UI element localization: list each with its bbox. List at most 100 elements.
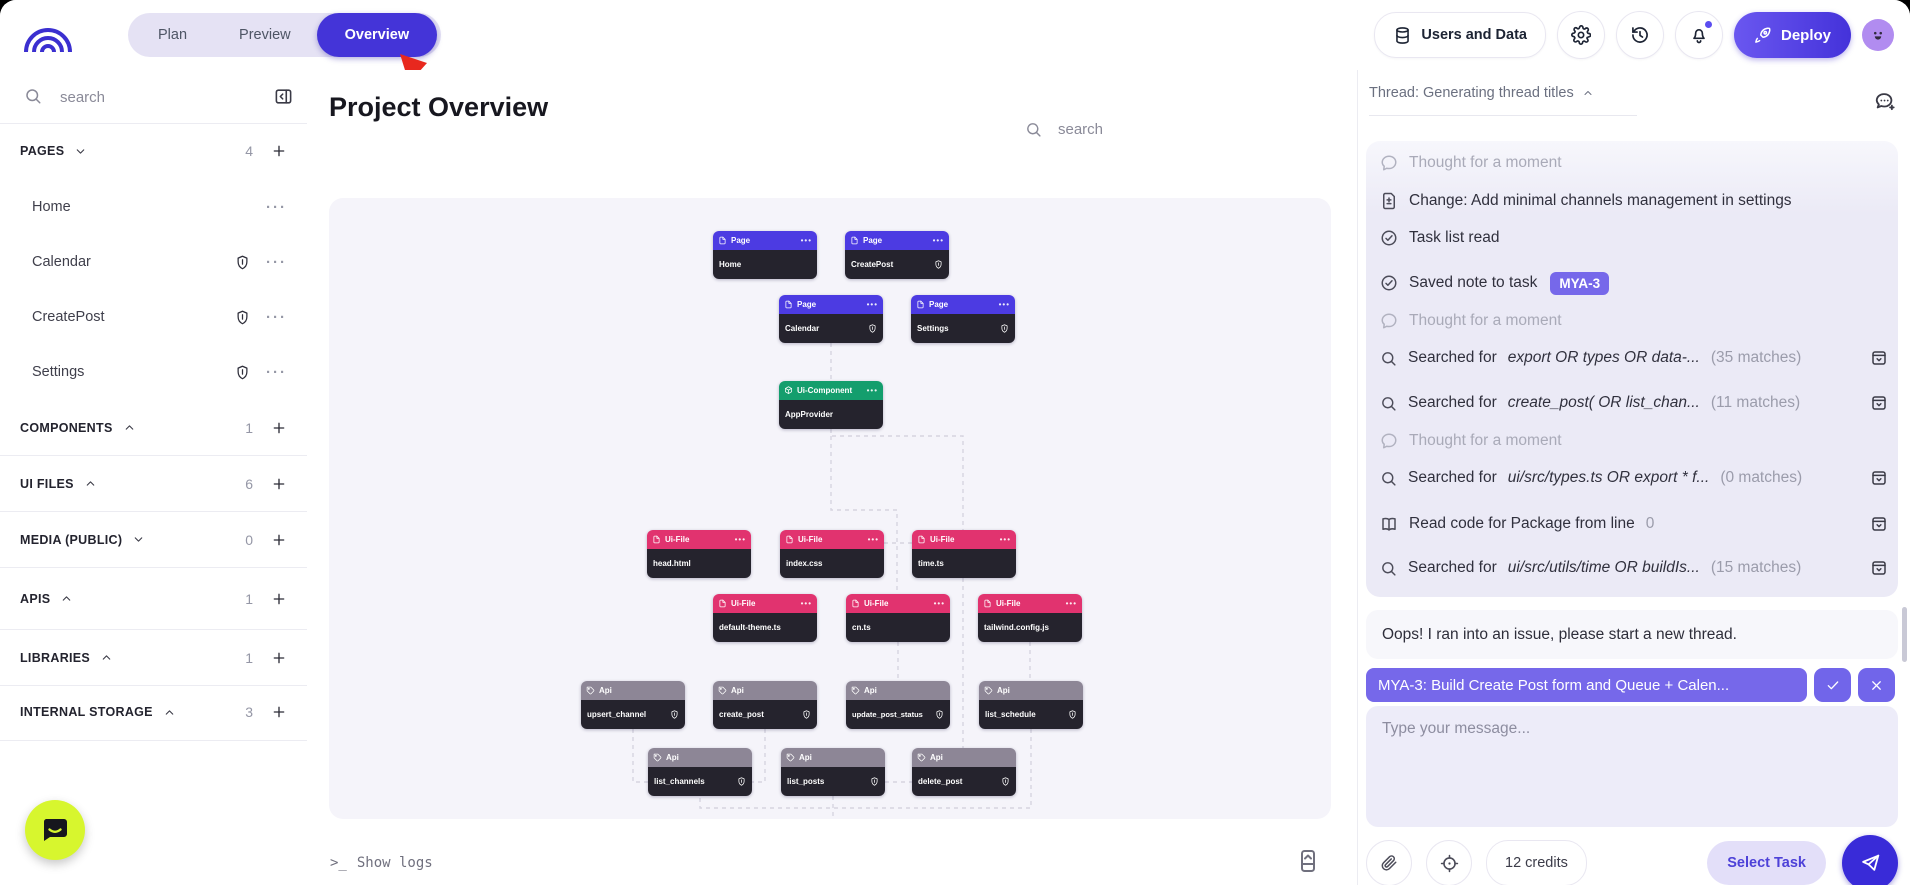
settings-button[interactable] <box>1556 11 1605 59</box>
search-icon <box>1025 121 1042 138</box>
node-menu-button[interactable]: ••• <box>933 599 945 608</box>
graph-node-create-post[interactable]: Api create_post <box>713 681 817 729</box>
graph-node-list-posts[interactable]: Api list_posts <box>781 748 885 796</box>
users-and-data-button[interactable]: Users and Data <box>1374 12 1546 58</box>
dismiss-task-button[interactable] <box>1858 668 1895 702</box>
graph-node-cn-ts[interactable]: Ui-File••• cn.ts <box>846 594 950 642</box>
assistant-panel: Thread: Generating thread titles Thought… <box>1357 70 1910 885</box>
graph-node-index-css[interactable]: Ui-File••• index.css <box>780 530 884 578</box>
sidebar-item-createpost[interactable]: CreatePost ··· <box>32 308 287 326</box>
item-menu-button[interactable]: ··· <box>266 363 287 381</box>
item-menu-button[interactable]: ··· <box>266 308 287 326</box>
new-thread-button[interactable] <box>1874 90 1896 112</box>
context-target-button[interactable] <box>1426 840 1472 885</box>
sidebar-section-internal-storage[interactable]: INTERNAL STORAGE 3 <box>0 684 307 741</box>
graph-node-home[interactable]: Page••• Home <box>713 231 817 279</box>
sidebar-section-components[interactable]: COMPONENTS 1 <box>0 400 307 456</box>
credits-counter[interactable]: 12 credits <box>1486 840 1587 885</box>
add-media-button[interactable] <box>271 532 287 548</box>
node-menu-button[interactable]: ••• <box>932 236 944 245</box>
node-menu-button[interactable]: ••• <box>866 300 878 309</box>
shield-icon <box>1000 324 1009 333</box>
graph-node-head-html[interactable]: Ui-File••• head.html <box>647 530 751 578</box>
expand-result-icon[interactable] <box>1870 394 1888 412</box>
add-page-button[interactable] <box>271 143 287 159</box>
graph-node-list-schedule[interactable]: Api list_schedule <box>979 681 1083 729</box>
graph-connectors <box>632 343 1032 819</box>
tab-overview[interactable]: Overview <box>316 13 438 57</box>
message-input[interactable] <box>1380 718 1888 819</box>
sidebar-search-input[interactable] <box>58 83 242 111</box>
attach-button[interactable] <box>1366 840 1412 885</box>
item-menu-button[interactable]: ··· <box>266 198 287 216</box>
expand-result-icon[interactable] <box>1870 469 1888 487</box>
graph-node-createpost[interactable]: Page••• CreatePost <box>845 231 949 279</box>
sidebar-section-libraries[interactable]: LIBRARIES 1 <box>0 630 307 686</box>
graph-node-default-theme[interactable]: Ui-File••• default-theme.ts <box>713 594 817 642</box>
add-ui-file-button[interactable] <box>271 476 287 492</box>
file-icon <box>983 599 992 608</box>
notification-dot <box>1704 21 1712 28</box>
node-menu-button[interactable]: ••• <box>999 535 1011 544</box>
node-menu-button[interactable]: ••• <box>1065 599 1077 608</box>
send-button[interactable] <box>1842 835 1898 885</box>
add-api-button[interactable] <box>271 591 287 607</box>
expand-result-icon[interactable] <box>1870 559 1888 577</box>
graph-node-update-post-status[interactable]: Api update_post_status <box>846 681 950 729</box>
history-button[interactable] <box>1615 11 1664 59</box>
thread-selector[interactable]: Thread: Generating thread titles <box>1369 85 1637 116</box>
support-chat-button[interactable] <box>25 800 85 860</box>
api-tag-icon <box>586 686 595 695</box>
graph-node-delete-post[interactable]: Api delete_post <box>912 748 1016 796</box>
task-pill[interactable]: MYA-3: Build Create Post form and Queue … <box>1366 668 1807 702</box>
graph-search-input[interactable] <box>1056 120 1180 139</box>
collapse-sidebar-icon[interactable] <box>274 87 293 106</box>
sidebar-section-pages[interactable]: PAGES 4 <box>0 123 307 179</box>
sidebar-item-calendar[interactable]: Calendar ··· <box>32 253 287 271</box>
app-logo-icon[interactable] <box>22 16 74 54</box>
user-avatar[interactable] <box>1862 19 1894 51</box>
select-task-button[interactable]: Select Task <box>1707 841 1826 885</box>
close-icon <box>1869 678 1884 693</box>
sidebar-section-media[interactable]: MEDIA (PUBLIC) 0 <box>0 512 307 568</box>
log-row-search: Searched for ui/src/utils/time OR buildI… <box>1380 554 1888 582</box>
graph-node-appprovider[interactable]: Ui-Component••• AppProvider <box>779 381 883 429</box>
expand-result-icon[interactable] <box>1870 515 1888 533</box>
sidebar-item-home[interactable]: Home ··· <box>32 198 287 216</box>
search-icon <box>1380 560 1397 577</box>
sidebar-section-apis[interactable]: APIS 1 <box>0 568 307 630</box>
node-menu-button[interactable]: ••• <box>800 599 812 608</box>
panel-toggle-icon[interactable] <box>1298 849 1318 873</box>
add-component-button[interactable] <box>271 420 287 436</box>
graph-node-calendar[interactable]: Page••• Calendar <box>779 295 883 343</box>
show-logs-button[interactable]: >_ Show logs <box>330 855 433 871</box>
add-storage-button[interactable] <box>271 704 287 720</box>
deploy-button[interactable]: Deploy <box>1733 12 1851 58</box>
notifications-button[interactable] <box>1674 11 1723 59</box>
scrollbar-thumb[interactable] <box>1902 607 1907 662</box>
expand-result-icon[interactable] <box>1870 349 1888 367</box>
tab-plan[interactable]: Plan <box>158 27 188 43</box>
shield-icon <box>802 710 811 719</box>
api-tag-icon <box>917 753 926 762</box>
item-menu-button[interactable]: ··· <box>266 253 287 271</box>
add-library-button[interactable] <box>271 650 287 666</box>
task-badge[interactable]: MYA-3 <box>1550 271 1610 295</box>
node-menu-button[interactable]: ••• <box>867 535 879 544</box>
rocket-icon <box>1754 26 1772 44</box>
tab-preview[interactable]: Preview <box>239 27 291 43</box>
sidebar-item-settings[interactable]: Settings ··· <box>32 363 287 381</box>
node-menu-button[interactable]: ••• <box>866 386 878 395</box>
graph-node-upsert-channel[interactable]: Api upsert_channel <box>581 681 685 729</box>
accept-task-button[interactable] <box>1814 668 1851 702</box>
log-row: Saved note to task MYA-3 <box>1380 269 1888 297</box>
graph-node-tailwind-config[interactable]: Ui-File••• tailwind.config.js <box>978 594 1082 642</box>
node-menu-button[interactable]: ••• <box>734 535 746 544</box>
node-menu-button[interactable]: ••• <box>998 300 1010 309</box>
graph-node-list-channels[interactable]: Api list_channels <box>648 748 752 796</box>
graph-node-time-ts[interactable]: Ui-File••• time.ts <box>912 530 1016 578</box>
node-menu-button[interactable]: ••• <box>800 236 812 245</box>
graph-node-settings[interactable]: Page••• Settings <box>911 295 1015 343</box>
sidebar-section-ui-files[interactable]: UI FILES 6 <box>0 456 307 512</box>
graph-canvas[interactable]: Page••• Home Page••• CreatePost Page••• … <box>329 198 1331 819</box>
